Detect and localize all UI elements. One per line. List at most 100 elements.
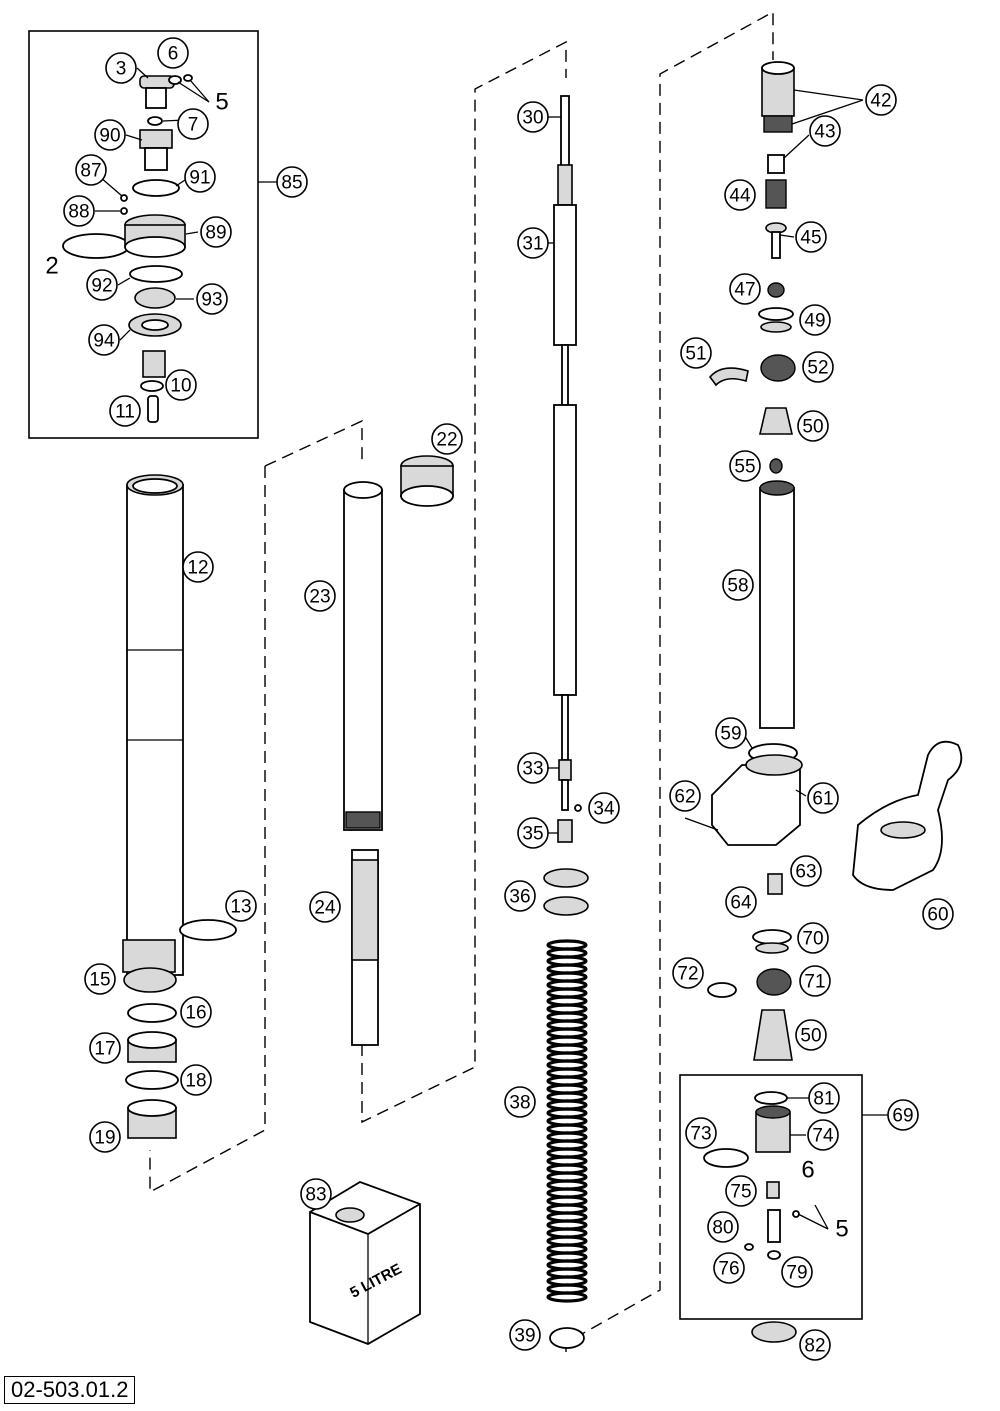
callout-82: 82 (799, 1329, 831, 1361)
callout-43: 43 (809, 115, 841, 147)
callout-circle (729, 450, 761, 482)
callout-number: 24 (314, 898, 336, 919)
callout-circle (795, 1019, 827, 1051)
callout-number: 72 (677, 964, 698, 985)
callout-circle (177, 108, 209, 140)
callout-number: 71 (804, 972, 825, 993)
callout-50: 50 (795, 1019, 827, 1051)
callout-49: 49 (799, 304, 831, 336)
callout-circle (807, 782, 839, 814)
callout-number: 10 (170, 376, 191, 397)
callout-circle (517, 227, 549, 259)
callout-89: 89 (200, 216, 232, 248)
callout-circle (431, 423, 463, 455)
callout-circle (795, 221, 827, 253)
callout-85: 85 (276, 166, 308, 198)
callout-number: 18 (185, 1071, 206, 1092)
callout-93: 93 (196, 283, 228, 315)
callout-92: 92 (86, 269, 118, 301)
callout-circle (809, 115, 841, 147)
callout-number: 30 (522, 108, 543, 129)
callout-71: 71 (799, 965, 831, 997)
assembly-85-parts (62, 74, 193, 423)
callout-number: 55 (734, 457, 755, 478)
callout-76: 76 (713, 1252, 745, 1284)
callout-circle (89, 1121, 121, 1153)
callout-number: 63 (795, 862, 816, 883)
callout-17: 17 (89, 1032, 121, 1064)
callout-number: 3 (116, 59, 127, 80)
callout-number: 70 (802, 929, 823, 950)
callout-number: 81 (813, 1089, 834, 1110)
callout-number: 89 (205, 223, 226, 244)
callout-number: 50 (800, 1026, 821, 1047)
callout-circle (680, 337, 712, 369)
callout-number: 17 (94, 1039, 115, 1060)
callout-73: 73 (685, 1117, 717, 1149)
callout-circle (799, 965, 831, 997)
callout-number: 83 (305, 1185, 326, 1206)
callout-number: 44 (729, 186, 751, 207)
callout-circle (304, 580, 336, 612)
callout-3: 3 (105, 52, 137, 84)
callout-47: 47 (729, 273, 761, 305)
callout-circle (722, 569, 754, 601)
callout-38: 38 (504, 1086, 536, 1118)
callout-number: 92 (91, 276, 112, 297)
free-label-2: 2 (45, 253, 58, 280)
callout-number: 61 (812, 789, 833, 810)
callout-62: 62 (669, 780, 701, 812)
callout-circle (887, 1099, 919, 1131)
callout-circle (86, 269, 118, 301)
callout-number: 35 (522, 824, 543, 845)
callout-circle (790, 855, 822, 887)
callout-circle (781, 1256, 813, 1288)
callout-51: 51 (680, 337, 712, 369)
callout-circle (797, 410, 829, 442)
callout-45: 45 (795, 221, 827, 253)
callout-52: 52 (802, 351, 834, 383)
callout-61: 61 (807, 782, 839, 814)
callout-circle (182, 551, 214, 583)
callout-number: 82 (804, 1336, 825, 1357)
callout-72: 72 (672, 957, 704, 989)
callout-number: 7 (188, 115, 199, 136)
callout-50: 50 (797, 410, 829, 442)
callout-11: 11 (109, 395, 141, 427)
callout-number: 76 (718, 1259, 739, 1280)
callout-circle (685, 1117, 717, 1149)
callout-circle (707, 1211, 739, 1243)
callout-83: 83 (300, 1178, 332, 1210)
callout-circle (802, 351, 834, 383)
callout-87: 87 (75, 154, 107, 186)
callout-81: 81 (808, 1082, 840, 1114)
callout-number: 87 (80, 161, 101, 182)
callout-number: 59 (720, 724, 741, 745)
callout-circle (509, 1319, 541, 1351)
callout-circle (922, 898, 954, 930)
callout-number: 50 (802, 417, 823, 438)
callout-circle (200, 216, 232, 248)
callout-circle (276, 166, 308, 198)
callout-circle (180, 996, 212, 1028)
callout-31: 31 (517, 227, 549, 259)
callout-circle (799, 304, 831, 336)
callout-number: 31 (522, 234, 543, 255)
callout-number: 51 (685, 344, 706, 365)
outer-tube-12 (122, 474, 237, 1139)
callout-circle (504, 1086, 536, 1118)
callout-number: 33 (522, 759, 543, 780)
callout-number: 90 (99, 126, 120, 147)
callout-75: 75 (725, 1175, 757, 1207)
callout-circle (165, 369, 197, 401)
callout-circle (109, 395, 141, 427)
free-label-6: 6 (801, 1157, 814, 1184)
callout-circle (517, 817, 549, 849)
callout-10: 10 (165, 369, 197, 401)
callout-number: 80 (712, 1218, 733, 1239)
callout-63: 63 (790, 855, 822, 887)
callout-circle (799, 1329, 831, 1361)
callout-number: 23 (309, 587, 330, 608)
